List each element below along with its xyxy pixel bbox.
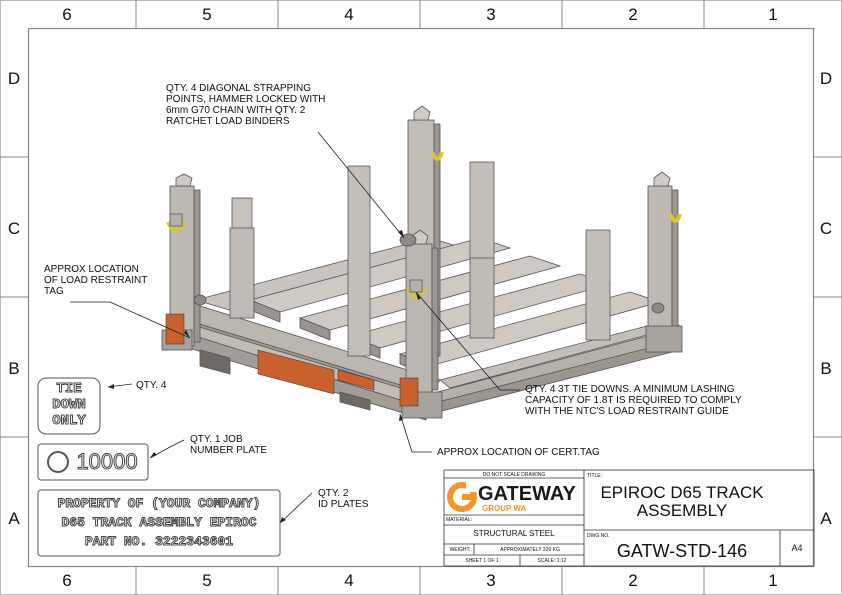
zone-row-a-left: A xyxy=(8,509,20,528)
zone-col-2-top: 2 xyxy=(628,5,638,24)
note-strapping: QTY. 4 DIAGONAL STRAPPING POINTS, HAMMER… xyxy=(166,83,326,127)
tie-down-plate-text: TIE DOWN ONLY xyxy=(40,381,98,430)
zone-row-c-left: C xyxy=(7,219,21,238)
track-assembly-model xyxy=(161,105,683,421)
note-restraint-tag: APPROX LOCATION OF LOAD RESTRAINT TAG xyxy=(44,264,148,297)
zone-row-a-right: A xyxy=(820,509,832,528)
scale-label: SCALE: 1:12 xyxy=(537,558,567,564)
zone-col-5-bottom: 5 xyxy=(202,571,212,590)
logo-sub: GROUP WA xyxy=(482,504,527,513)
zone-row-d-right: D xyxy=(819,69,833,88)
do-not-scale-label: DO NOT SCALE DRAWING xyxy=(482,472,546,478)
dwg-no-label: DWG NO. xyxy=(587,533,610,539)
id-plate-line-2: D65 TRACK ASSEMBLY EPIROC xyxy=(61,515,257,531)
id-plate-line-1: PROPERTY OF (YOUR COMPANY) xyxy=(57,496,261,512)
job-number-plate xyxy=(37,443,149,481)
job-number-text: 10000 xyxy=(76,449,138,475)
drawing-title: EPIROC D65 TRACK ASSEMBLY xyxy=(600,483,764,520)
logo-name: GATEWAY xyxy=(478,483,576,505)
zone-col-4-bottom: 4 xyxy=(344,571,354,590)
zone-col-2-bottom: 2 xyxy=(628,571,638,590)
zone-col-6-bottom: 6 xyxy=(62,571,72,590)
note-tie-downs: QTY. 4 3T TIE DOWNS. A MINIMUM LASHING C… xyxy=(525,384,742,417)
dwg-no-value: GATW-STD-146 xyxy=(616,541,748,561)
id-plate-text: PROPERTY OF (YOUR COMPANY) D65 TRACK ASS… xyxy=(40,494,278,551)
id-plate-line-3: PART NO. 3222343601 xyxy=(84,534,234,550)
zone-col-4-top: 4 xyxy=(344,5,354,24)
zone-col-1-top: 1 xyxy=(768,5,778,24)
tie-down-line-1: TIE xyxy=(56,381,82,398)
note-qty2: QTY. 2 ID PLATES xyxy=(318,488,369,510)
material-label: MATERIAL: xyxy=(446,517,473,523)
gateway-logo-icon xyxy=(447,480,478,512)
zone-col-3-top: 3 xyxy=(486,5,496,24)
zone-col-6-top: 6 xyxy=(62,5,72,24)
note-qty4: QTY. 4 xyxy=(136,380,167,391)
orange-tags xyxy=(165,313,419,407)
leader-arrows xyxy=(108,230,421,523)
inner-border xyxy=(27,27,815,568)
zone-row-b-right: B xyxy=(820,359,832,378)
note-qty1: QTY. 1 JOB NUMBER PLATE xyxy=(190,434,268,456)
zone-row-c-right: C xyxy=(819,219,833,238)
weight-label: WEIGHT: xyxy=(449,547,471,553)
zone-col-1-bottom: 1 xyxy=(768,571,778,590)
tie-down-line-3: ONLY xyxy=(52,413,87,430)
weight-value: APPROXIMATELY 320 KG xyxy=(500,547,560,553)
zone-row-b-left: B xyxy=(8,359,20,378)
id-plate xyxy=(37,489,281,557)
sheet-label: SHEET 1 OF 1 xyxy=(465,558,499,564)
title-label: TITLE: xyxy=(587,473,603,479)
note-cert-tag: APPROX LOCATION OF CERT.TAG xyxy=(437,447,600,458)
title-block-frame xyxy=(443,469,815,567)
job-plate-g-icon xyxy=(47,451,69,473)
leader-lines xyxy=(70,131,520,524)
zone-row-d-left: D xyxy=(7,69,21,88)
tie-down-line-2: DOWN xyxy=(52,397,87,414)
zone-col-5-top: 5 xyxy=(202,5,212,24)
tie-down-plate xyxy=(37,377,101,435)
zone-col-3-bottom: 3 xyxy=(486,571,496,590)
sheet-size: A4 xyxy=(791,543,803,553)
material-value: STRUCTURAL STEEL xyxy=(473,529,555,538)
